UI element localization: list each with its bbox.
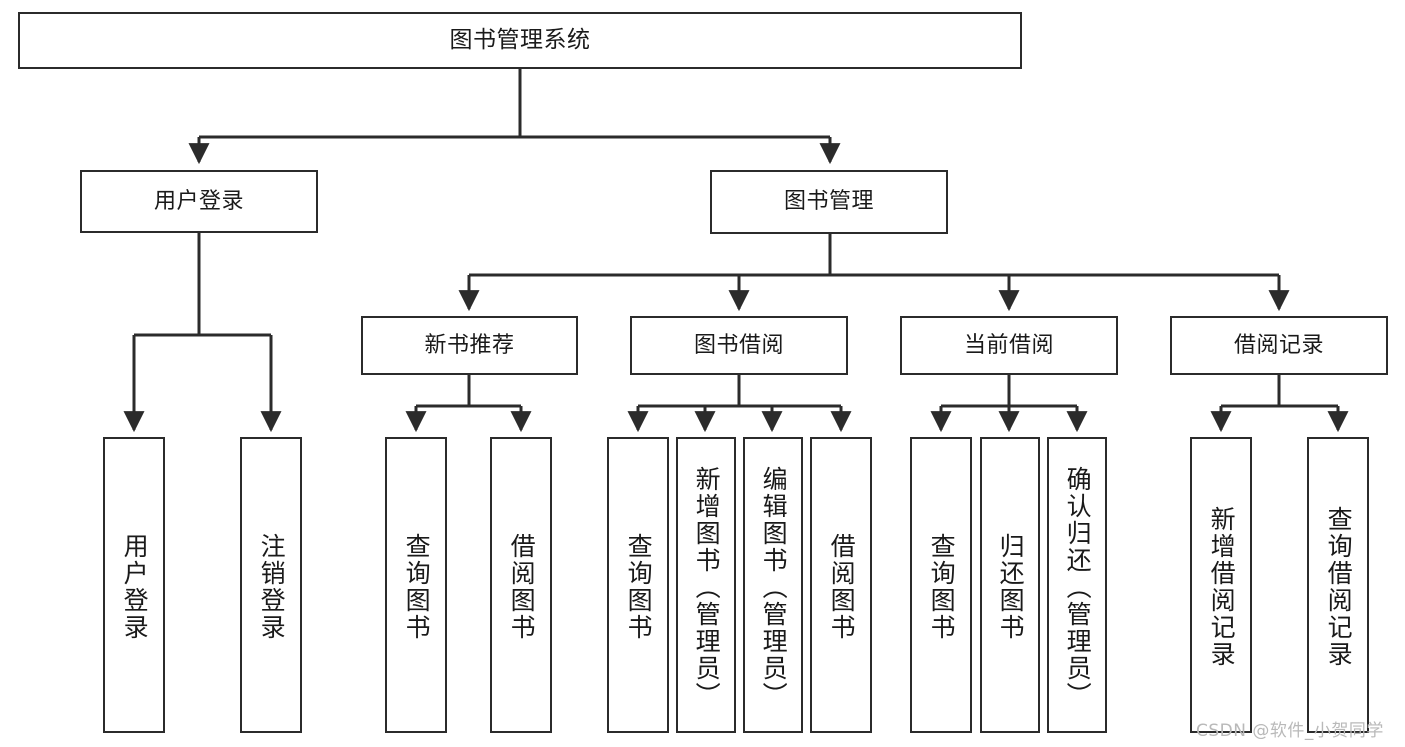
- node-label: 新增借阅记录: [1207, 506, 1237, 668]
- leaf-query-book-current[interactable]: 查询图书: [910, 437, 972, 733]
- node-label: 用户登录: [120, 533, 150, 641]
- node-label: 新书推荐: [424, 332, 515, 358]
- node-label: 查询图书: [624, 533, 654, 641]
- leaf-query-borrow-record[interactable]: 查询借阅记录: [1307, 437, 1369, 733]
- leaf-edit-book-admin[interactable]: 编辑图书（管理员）: [743, 437, 803, 733]
- leaf-borrow-book[interactable]: 借阅图书: [810, 437, 872, 733]
- node-label: 新增图书（管理员）: [692, 465, 722, 709]
- node-user-login[interactable]: 用户登录: [80, 170, 318, 233]
- leaf-return-book[interactable]: 归还图书: [980, 437, 1040, 733]
- node-borrow-record[interactable]: 借阅记录: [1170, 316, 1388, 375]
- leaf-user-login[interactable]: 用户登录: [103, 437, 165, 733]
- node-current-borrow[interactable]: 当前借阅: [900, 316, 1118, 375]
- leaf-borrow-book-newbook[interactable]: 借阅图书: [490, 437, 552, 733]
- node-label: 查询图书: [927, 533, 957, 641]
- leaf-query-book-borrow[interactable]: 查询图书: [607, 437, 669, 733]
- node-new-book-recommend[interactable]: 新书推荐: [361, 316, 578, 375]
- leaf-confirm-return-admin[interactable]: 确认归还（管理员）: [1047, 437, 1107, 733]
- node-label: 用户登录: [153, 188, 244, 214]
- node-label: 图书借阅: [693, 332, 784, 358]
- node-label: 注销登录: [257, 533, 287, 641]
- leaf-logout[interactable]: 注销登录: [240, 437, 302, 733]
- node-label: 查询图书: [402, 533, 432, 641]
- node-label: 借阅图书: [827, 533, 857, 641]
- node-book-management[interactable]: 图书管理: [710, 170, 948, 234]
- node-label: 图书管理系统: [449, 26, 591, 53]
- node-label: 编辑图书（管理员）: [759, 465, 789, 709]
- leaf-add-borrow-record[interactable]: 新增借阅记录: [1190, 437, 1252, 733]
- node-label: 归还图书: [996, 533, 1026, 641]
- node-label: 图书管理: [783, 189, 874, 215]
- node-label: 查询借阅记录: [1324, 506, 1354, 668]
- csdn-watermark: CSDN @软件_小贺同学: [1196, 721, 1384, 741]
- node-book-borrow[interactable]: 图书借阅: [630, 316, 848, 375]
- node-root-system[interactable]: 图书管理系统: [18, 12, 1022, 69]
- leaf-query-book-newbook[interactable]: 查询图书: [385, 437, 447, 733]
- node-label: 确认归还（管理员）: [1063, 465, 1093, 709]
- node-label: 借阅图书: [507, 533, 537, 641]
- node-label: 借阅记录: [1233, 332, 1324, 358]
- leaf-add-book-admin[interactable]: 新增图书（管理员）: [676, 437, 736, 733]
- node-label: 当前借阅: [963, 332, 1054, 358]
